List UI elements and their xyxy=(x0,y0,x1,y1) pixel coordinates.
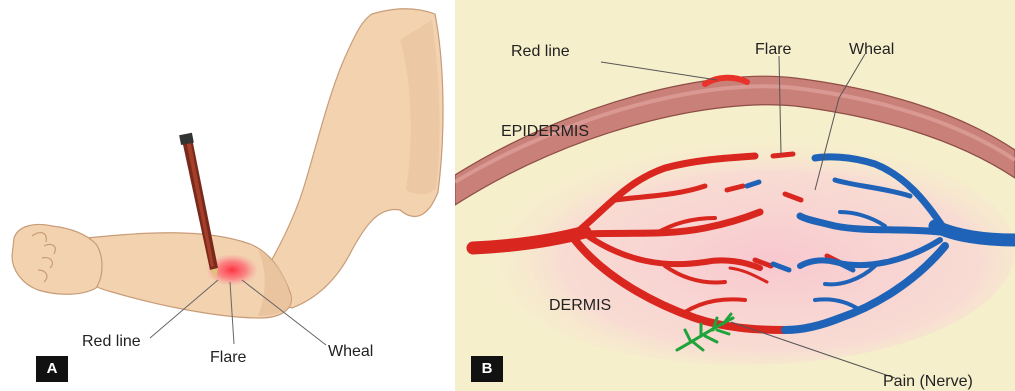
label-red-line-b: Red line xyxy=(511,44,570,60)
forearm xyxy=(80,233,291,318)
label-dermis: DERMIS xyxy=(549,298,611,314)
label-red-line: Red line xyxy=(82,334,141,350)
label-wheal: Wheal xyxy=(328,344,373,360)
panel-a-arm-illustration: Red line Flare Wheal A xyxy=(0,0,448,391)
panel-b-skin-cross-section: Red line Flare Wheal EPIDERMIS DERMIS Pa… xyxy=(455,0,1015,391)
arm-illustration xyxy=(0,0,448,391)
label-wheal-b: Wheal xyxy=(849,42,894,58)
label-flare-b: Flare xyxy=(755,42,791,58)
label-pain-nerve: Pain (Nerve) xyxy=(883,374,973,390)
label-epidermis: EPIDERMIS xyxy=(501,124,589,140)
fist xyxy=(12,225,102,295)
label-flare: Flare xyxy=(210,350,246,366)
panel-divider xyxy=(448,0,455,391)
panel-tag-b: B xyxy=(471,356,503,382)
panel-tag-a: A xyxy=(36,356,68,382)
